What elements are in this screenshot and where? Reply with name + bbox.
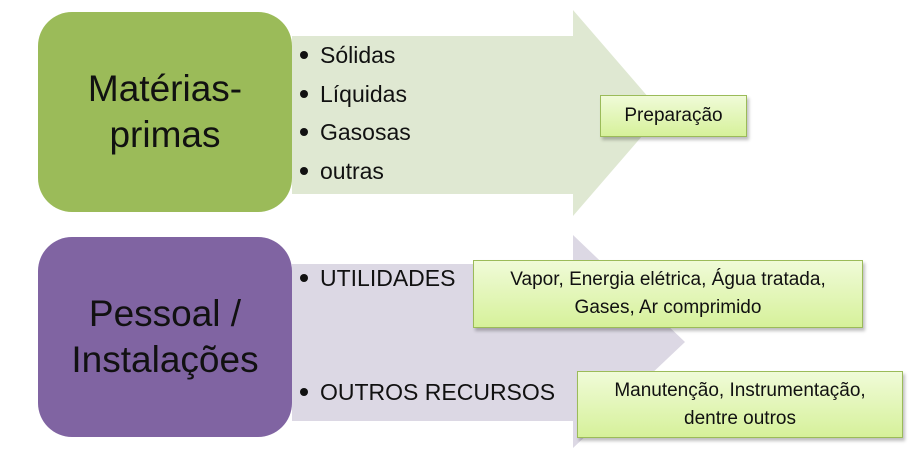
title-line: Pessoal / [88,293,242,334]
preparacao-note: Preparação [600,95,747,137]
pessoal-instalacoes-box: Pessoal / Instalações [38,237,292,437]
list-item: OUTROS RECURSOS [298,378,555,406]
title-line: Matérias- [87,68,243,109]
title-line: Instalações [71,339,259,380]
list-item: Líquidas [298,75,411,114]
list-item: UTILIDADES [298,264,555,292]
note-text: Preparação [624,105,723,126]
arrow-materias [292,10,662,216]
note-line: dentre outros [684,407,796,429]
list-item: Sólidas [298,36,411,75]
list-item: outras [298,152,411,191]
utilidades-note: Vapor, Energia elétrica, Água tratada, Ga… [473,260,863,328]
materias-list: Sólidas Líquidas Gasosas outras [298,36,411,190]
list-item: Gasosas [298,113,411,152]
note-line: Manutenção, Instrumentação, [614,379,866,401]
pessoal-list: UTILIDADES OUTROS RECURSOS [298,264,555,406]
outros-recursos-note: Manutenção, Instrumentação, dentre outros [577,371,903,438]
materias-primas-box: Matérias-primas [38,12,292,212]
note-line: Vapor, Energia elétrica, Água tratada, [510,269,826,290]
title-line: primas [109,114,221,155]
note-line: Gases, Ar comprimido [574,297,762,318]
